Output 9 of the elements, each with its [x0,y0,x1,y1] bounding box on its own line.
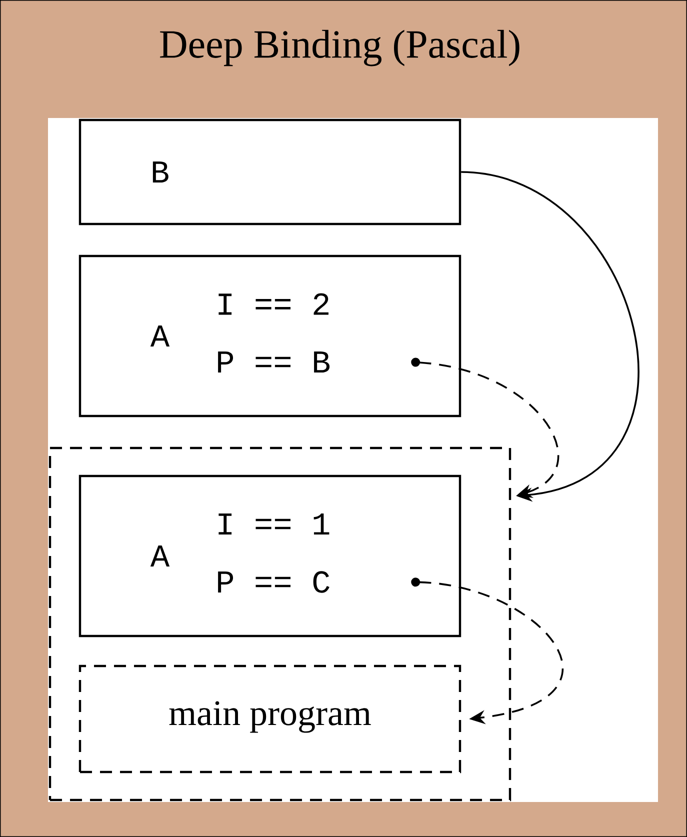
arrow [411,358,559,498]
arrow [411,578,563,724]
program-box: main program [78,664,462,774]
frame-box: B [78,118,462,226]
arrow [460,171,640,502]
scope-box [48,446,512,802]
title: Deep Binding (Pascal) [160,30,520,66]
frame-box: A I == 2 P == B [78,254,462,418]
frame-box: A I == 1 P == C [78,474,462,638]
